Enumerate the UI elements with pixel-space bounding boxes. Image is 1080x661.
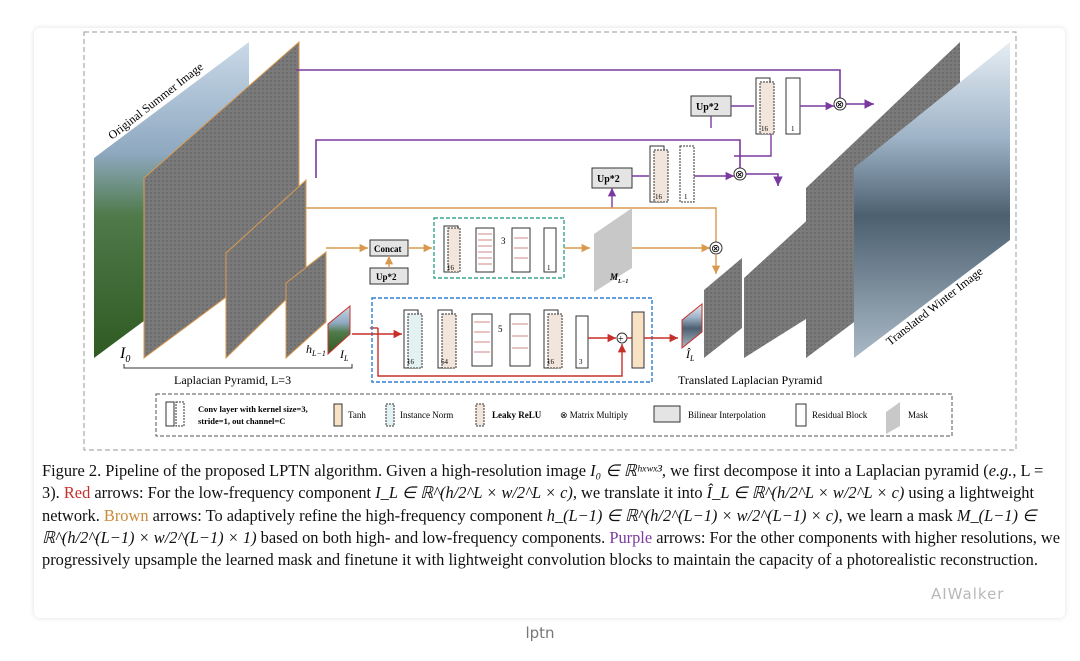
svg-text:ML−1: ML−1 (609, 272, 628, 285)
svg-text:Concat: Concat (374, 244, 402, 254)
svg-text:64: 64 (441, 358, 449, 366)
translated-level-1 (744, 214, 814, 358)
pyramid-level-2 (285, 250, 327, 360)
purple-keyword: Purple (609, 527, 653, 547)
svg-text:stride=1, out channel=C: stride=1, out channel=C (198, 416, 285, 426)
purple-arrow-mid (315, 139, 741, 178)
i0-label: I0 (119, 345, 130, 365)
diagram-frame (83, 31, 1017, 451)
figure-card: Original Summer Image I0 hL−1 IL Laplaci… (34, 28, 1065, 618)
mask-icon (594, 208, 632, 292)
svg-text:1: 1 (791, 125, 795, 133)
svg-text:Up*2: Up*2 (597, 174, 620, 185)
pyramid-bracket (123, 364, 353, 369)
svg-text:3: 3 (579, 358, 583, 366)
svg-text:ÎL: ÎL (685, 347, 695, 363)
watermark: AIWalker (931, 585, 1005, 603)
pyramid-low-freq (327, 304, 351, 356)
svg-text:1: 1 (684, 193, 688, 201)
translated-pyramid-label: Translated Laplacian Pyramid (678, 373, 822, 387)
svg-text:Up*2: Up*2 (376, 272, 397, 282)
svg-text:1: 1 (547, 264, 551, 272)
svg-text:Mask: Mask (908, 410, 928, 420)
svg-text:5: 5 (498, 324, 503, 334)
svg-text:Up*2: Up*2 (696, 102, 719, 113)
h-label: hL−1 (306, 342, 326, 358)
svg-text:16: 16 (407, 358, 415, 366)
svg-text:Tanh: Tanh (348, 410, 366, 420)
svg-text:3: 3 (501, 236, 506, 246)
svg-text:Instance Norm: Instance Norm (400, 410, 453, 420)
figure-caption: Figure 2. Pipeline of the proposed LPTN … (42, 461, 1061, 570)
svg-text:16: 16 (655, 193, 663, 201)
legend-box (155, 393, 953, 437)
purple-arrow-top (296, 69, 841, 98)
il-label: IL (339, 347, 349, 363)
translated-low-freq (681, 302, 703, 350)
svg-text:Bilinear Interpolation: Bilinear Interpolation (688, 410, 766, 420)
svg-text:⊗ Matrix Multiply: ⊗ Matrix Multiply (560, 410, 629, 420)
svg-text:16: 16 (547, 358, 555, 366)
translated-winter-image (854, 42, 1010, 358)
svg-text:Conv layer with kernel size=3,: Conv layer with kernel size=3, (198, 404, 308, 414)
translated-level-2 (704, 258, 742, 358)
svg-text:+: + (618, 334, 624, 345)
svg-text:Leaky ReLU: Leaky ReLU (492, 410, 542, 420)
translation-network-box (371, 297, 653, 383)
brown-arrow (306, 207, 717, 248)
svg-text:⊗: ⊗ (835, 99, 844, 111)
image-caption-label: lptn (525, 624, 555, 642)
svg-text:16: 16 (761, 125, 769, 133)
svg-text:16: 16 (447, 264, 455, 272)
brown-keyword: Brown (103, 505, 149, 525)
svg-text:Residual Block: Residual Block (812, 410, 868, 420)
lptn-pipeline-diagram: Original Summer Image I0 hL−1 IL Laplaci… (83, 31, 1017, 451)
svg-text:⊗: ⊗ (735, 169, 744, 181)
svg-text:⊗: ⊗ (711, 243, 720, 255)
red-keyword: Red (63, 483, 91, 503)
pyramid-label: Laplacian Pyramid, L=3 (174, 373, 291, 387)
